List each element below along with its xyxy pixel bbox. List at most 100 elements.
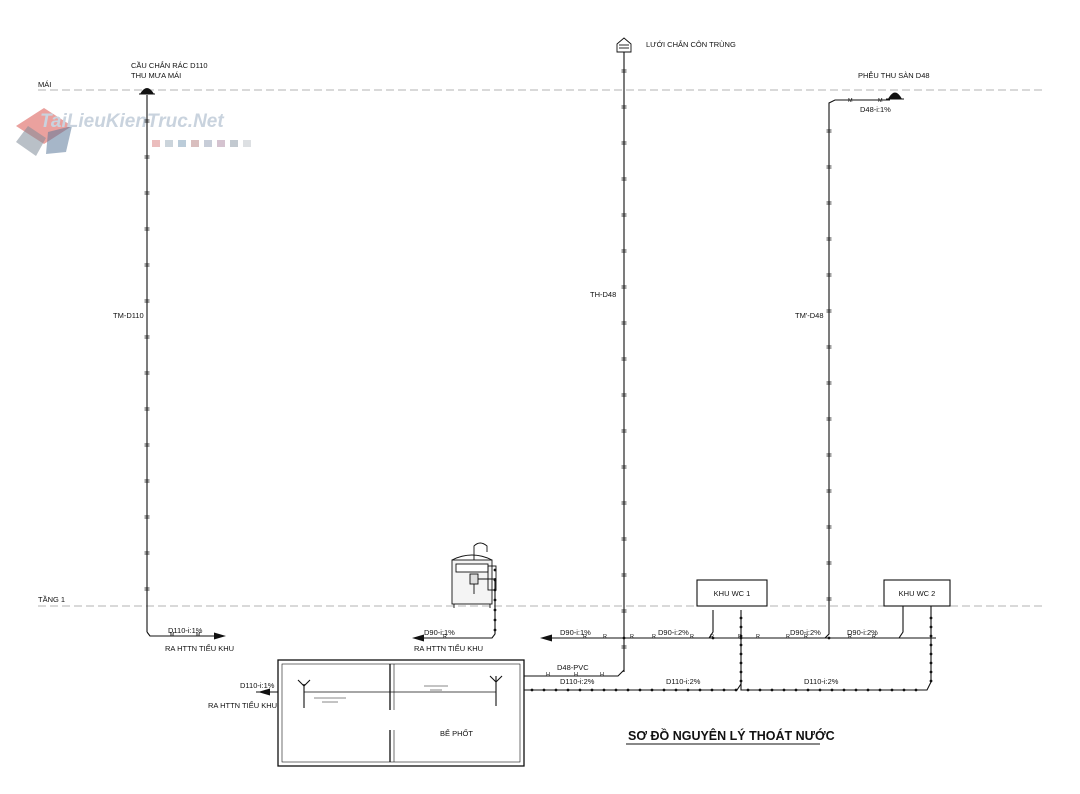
pipe-joint-dot <box>739 625 743 629</box>
septic-inlet-tee-icon <box>489 675 503 706</box>
pipe-joint-dot <box>493 618 497 622</box>
pipe-joint-dot <box>929 679 933 683</box>
pipe-joint-dot <box>674 688 678 692</box>
d110-2pct-label-c: D110-i:2% <box>804 677 839 686</box>
roof-level: MÁI <box>38 80 1044 91</box>
th-d48-label: TH-D48 <box>590 290 616 299</box>
d90-2pct-label-c: D90-i:2% <box>847 628 878 637</box>
pipe-joint-dot <box>739 616 743 620</box>
pipe-joint-dot <box>746 688 750 692</box>
riser-ticks <box>144 69 832 649</box>
pipe-d110-main <box>496 681 932 691</box>
pipe-joint-dot <box>830 688 834 692</box>
pipe-joint-dot <box>827 636 831 640</box>
pipe-marker-r: R <box>630 634 634 640</box>
pipe-joint-dot <box>929 625 933 629</box>
arrow-icon <box>214 632 226 640</box>
watermark-text: TaiLieuKienTruc.Net <box>40 111 224 132</box>
insect-screen-label: LƯỚI CHẮN CÔN TRÙNG <box>646 40 736 49</box>
d90-2pct-label-a: D90-i:2% <box>658 628 689 637</box>
roof-level-label: MÁI <box>38 80 51 89</box>
pipe-joint-dot <box>739 643 743 647</box>
washbasin-icon <box>451 542 497 608</box>
pipe-joint-dot <box>530 688 534 692</box>
floor1-level-label: TẦNG 1 <box>38 594 65 604</box>
pipe-joint-dot <box>739 636 743 640</box>
pipe-marker-h: H <box>546 672 550 678</box>
pipe-joint-dot <box>739 679 743 683</box>
pipe-joint-dot <box>554 688 558 692</box>
d110-1pct-out-label: D110-i:1% <box>240 681 275 690</box>
pipe-markers: MMRRRRRRRRRRRRRHHHH <box>170 568 933 692</box>
pipe-joint-dot <box>686 688 690 692</box>
ra-httn-label-2: RA HTTN TIỂU KHU <box>414 644 483 653</box>
wc1-box: KHU WC 1 <box>696 579 768 607</box>
roof-drain-label-2: THU MƯA MÁI <box>131 71 181 80</box>
pipe-joint-dot <box>794 688 798 692</box>
pipe-marker-r: R <box>583 634 587 640</box>
pipe-joint-dot <box>929 643 933 647</box>
pipe-marker-r: R <box>804 634 808 640</box>
arrow-icon <box>258 688 270 696</box>
wc2-label: KHU WC 2 <box>899 589 936 598</box>
pipe-joint-dot <box>602 688 606 692</box>
pipe-joint-dot <box>566 688 570 692</box>
watermark-color-bar <box>152 140 251 147</box>
septic-outlet-tee-icon <box>297 679 311 708</box>
pipe-joint-dot <box>914 688 918 692</box>
pipe-joint-dot <box>929 616 933 620</box>
pipe-marker-m: M <box>196 632 201 638</box>
tm-d110-label: TM-D110 <box>113 311 144 320</box>
pipe-joint-dot <box>493 608 497 612</box>
pipe-joint-dot <box>542 688 546 692</box>
pipe-joint-dot <box>890 688 894 692</box>
pipe-marker-r: R <box>872 634 876 640</box>
pipe-marker-r: R <box>443 634 447 640</box>
pipe-joint-dot <box>739 661 743 665</box>
pipe-marker-r: R <box>756 634 760 640</box>
pipe-joint-dot <box>782 688 786 692</box>
pipe-joint-dot <box>493 598 497 602</box>
pipe-joint-dot <box>711 636 715 640</box>
roof-drain-icon <box>139 88 155 95</box>
pipe-marker-r: R <box>690 634 694 640</box>
wc2-box: KHU WC 2 <box>883 579 951 607</box>
pipe-joint-dot <box>622 636 626 640</box>
d90-1pct-label-a: D90-i:1% <box>424 628 455 637</box>
d110-2pct-label-b: D110-i:2% <box>666 677 701 686</box>
floor-drain-label: PHỄU THU SÀN D48 <box>858 71 930 80</box>
pipe-joint-dot <box>590 688 594 692</box>
d110-1pct-label: D110-i:1% <box>168 626 203 635</box>
pipe-joint-dot <box>493 628 497 632</box>
pipe-joint-dot <box>878 688 882 692</box>
pipe-joint-dot <box>739 670 743 674</box>
pipe-joint-dot <box>929 652 933 656</box>
pipe-marker-r: R <box>786 634 790 640</box>
pipe-marker-r: R <box>652 634 656 640</box>
pipe-marker-m: M <box>878 98 883 104</box>
pipe-joint-dot <box>638 688 642 692</box>
floor1-level: TẦNG 1 <box>38 594 1044 607</box>
pipe-marker-h: H <box>600 672 604 678</box>
ra-httn-label-1: RA HTTN TIỂU KHU <box>165 644 234 653</box>
pipe-joint-dot <box>578 688 582 692</box>
pipe-joint-dot <box>854 688 858 692</box>
pipe-joint-dot <box>770 688 774 692</box>
vent-cap-icon <box>616 37 632 53</box>
floor-drain-branch <box>828 99 890 108</box>
d110-2pct-label-a: D110-i:2% <box>560 677 595 686</box>
pipe-joint-dot <box>929 634 933 638</box>
arrow-icon <box>412 634 424 642</box>
pipe-joint-dot <box>902 688 906 692</box>
pipe-wc1-branch <box>708 610 714 639</box>
pipe-marker-m: M <box>848 98 853 104</box>
pipe-joint-dot <box>626 688 630 692</box>
d90-1pct-label-b: D90-i:1% <box>560 628 591 637</box>
pipe-d48-pvc <box>505 669 625 677</box>
septic-tank: BỂ PHỐT <box>277 659 525 767</box>
pipe-joint-dot <box>734 688 738 692</box>
pipe-joint-dot <box>739 634 743 638</box>
watermark: TaiLieuKienTruc.Net <box>16 108 251 156</box>
diagram-title: SƠ ĐỒ NGUYÊN LÝ THOÁT NƯỚC <box>628 728 835 743</box>
